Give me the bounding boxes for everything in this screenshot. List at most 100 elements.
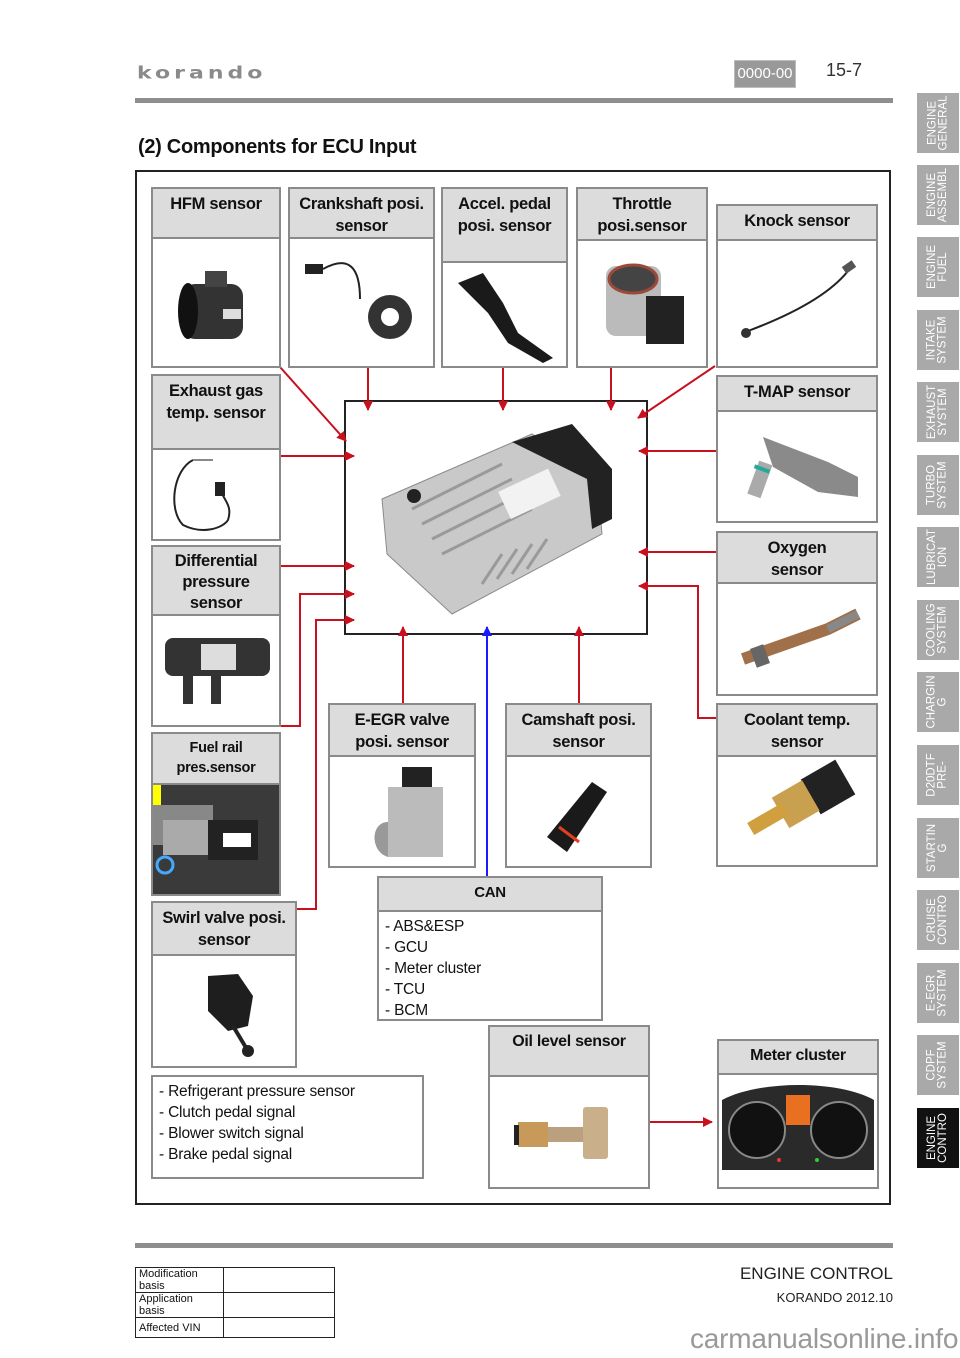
chapter-tab[interactable]: TURBO SYSTEM (917, 455, 959, 515)
meter-cluster-label: Meter cluster (719, 1041, 877, 1075)
exhaust-temp-sensor-icon (153, 450, 279, 545)
chapter-tab[interactable]: ENGINE GENERAL (917, 93, 959, 153)
chapter-tab[interactable]: ENGINE FUEL (917, 237, 959, 297)
accelerator-pedal-icon (443, 263, 566, 368)
list-item: - Brake pedal signal (159, 1146, 292, 1163)
arrow-knock (637, 365, 716, 419)
revision-value (223, 1317, 335, 1338)
coolant-temp-sensor-box: Coolant temp. sensor (716, 703, 878, 867)
chapter-tab[interactable]: D20DTF PRE- (917, 745, 959, 805)
ecu-image (372, 424, 622, 619)
fuel-rail-sensor-box: Fuel rail pres.sensor (151, 732, 281, 896)
oxygen-sensor-label: Oxygen sensor (718, 533, 876, 584)
page-number: 15-7 (826, 60, 863, 80)
arrow-hfm (279, 366, 347, 442)
chapter-tab[interactable]: CDPF SYSTEM (917, 1035, 959, 1095)
swirl-valve-sensor-label: Swirl valve posi. sensor (153, 903, 295, 956)
chapter-tab[interactable]: EXHAUST SYSTEM (917, 382, 959, 442)
exhaust-temp-sensor-label: Exhaust gas temp. sensor (153, 376, 279, 450)
fuel-rail-sensor-icon (153, 785, 279, 894)
list-item: - TCU (385, 981, 426, 998)
chapter-tab[interactable]: STARTIN G (917, 818, 959, 878)
chapter-tab[interactable]: ENGINE CONTRO (917, 1108, 959, 1168)
exhaust-temp-sensor-box: Exhaust gas temp. sensor (151, 374, 281, 541)
coolant-temp-sensor-icon (718, 757, 876, 872)
watermark: carmanualsonline.info (690, 1323, 959, 1354)
revision-value (223, 1267, 335, 1293)
list-item: - Refrigerant pressure sensor (159, 1083, 355, 1100)
throttle-sensor-label: Throttle posi.sensor (578, 189, 706, 241)
instrument-cluster-icon (719, 1075, 877, 1192)
ecu-boundary (344, 400, 648, 635)
list-item: - ABS&ESP (385, 918, 465, 935)
fuel-rail-sensor-label: Fuel rail pres.sensor (153, 734, 279, 785)
footer-rule (135, 1243, 893, 1248)
egr-valve-icon (330, 757, 474, 873)
chapter-tab[interactable]: COOLING SYSTEM (917, 600, 959, 660)
footer-subtitle: KORANDO 2012.10 (776, 1290, 893, 1305)
revision-value (223, 1292, 335, 1318)
throttle-sensor-box: Throttle posi.sensor (576, 187, 708, 368)
oxygen-sensor-box: Oxygen sensor (716, 531, 878, 696)
tmap-sensor-label: T-MAP sensor (718, 377, 876, 412)
camshaft-sensor-icon (507, 757, 650, 873)
revision-row: Application basis (135, 1292, 335, 1318)
revision-row: Affected VIN (135, 1317, 335, 1338)
swirl-valve-sensor-icon (153, 956, 295, 1073)
other-inputs-box: - Refrigerant pressure sensor - Clutch pe… (151, 1075, 424, 1179)
oxygen-sensor-icon (718, 584, 876, 699)
tmap-sensor-box: T-MAP sensor (716, 375, 878, 523)
section-code-badge: 0000-00 (734, 60, 796, 88)
footer-title: ENGINE CONTROL (739, 1264, 893, 1283)
tmap-sensor-icon (718, 412, 876, 527)
chapter-tab[interactable]: CHARGIN G (917, 672, 959, 732)
arrow-coolant (638, 581, 716, 719)
chapter-tab[interactable]: LUBRICAT ION (917, 527, 959, 587)
oil-level-sensor-icon (490, 1077, 648, 1192)
chapter-tab[interactable]: E-EGR SYSTEM (917, 963, 959, 1023)
revision-row: Modification basis (135, 1267, 335, 1293)
chapter-tab[interactable]: INTAKE SYSTEM (917, 310, 959, 370)
camshaft-sensor-box: Camshaft posi. sensor (505, 703, 652, 868)
crankshaft-sensor-icon (290, 239, 433, 369)
list-item: - Meter cluster (385, 960, 482, 977)
egr-valve-sensor-box: E-EGR valve posi. sensor (328, 703, 476, 868)
differential-pressure-sensor-box: Differential pressure sensor (151, 545, 281, 727)
hfm-sensor-box: HFM sensor (151, 187, 281, 368)
oil-level-sensor-label: Oil level sensor (490, 1027, 648, 1077)
list-item: - BCM (385, 1002, 428, 1019)
revision-key: Affected VIN (135, 1317, 224, 1338)
differential-pressure-sensor-label: Differential pressure sensor (153, 547, 279, 616)
revision-key: Modification basis (135, 1267, 224, 1293)
knock-sensor-label: Knock sensor (718, 206, 876, 241)
arrow-swirl (297, 615, 355, 910)
chapter-tab[interactable]: ENGINE ASSEMBL (917, 165, 959, 225)
header-rule (135, 98, 893, 103)
hfm-sensor-label: HFM sensor (153, 189, 279, 239)
mass-air-flow-sensor-icon (153, 239, 279, 369)
section-title: (2) Components for ECU Input (138, 136, 417, 158)
list-item: - Clutch pedal signal (159, 1104, 296, 1121)
chapter-tab[interactable]: CRUISE CONTRO (917, 890, 959, 950)
swirl-valve-sensor-box: Swirl valve posi. sensor (151, 901, 297, 1068)
ecu-icon (381, 424, 612, 615)
other-inputs-list: - Refrigerant pressure sensor - Clutch pe… (153, 1077, 422, 1169)
can-label: CAN (379, 878, 601, 912)
knock-sensor-icon (718, 241, 876, 371)
meter-cluster-box: Meter cluster (717, 1039, 879, 1189)
revision-key: Application basis (135, 1292, 224, 1318)
list-item: - Blower switch signal (159, 1125, 304, 1142)
coolant-temp-sensor-label: Coolant temp. sensor (718, 705, 876, 757)
crankshaft-sensor-box: Crankshaft posi. sensor (288, 187, 435, 368)
arrow-fuelrail (281, 589, 355, 727)
can-items: - ABS&ESP - GCU - Meter cluster - TCU - BCM (379, 912, 601, 1025)
list-item: - GCU (385, 939, 428, 956)
crankshaft-sensor-label: Crankshaft posi. sensor (290, 189, 433, 239)
can-box: CAN - ABS&ESP - GCU - Meter cluster - TCU - … (377, 876, 603, 1021)
camshaft-sensor-label: Camshaft posi. sensor (507, 705, 650, 757)
accel-pedal-sensor-label: Accel. pedal posi. sensor (443, 189, 566, 263)
oil-level-sensor-box: Oil level sensor (488, 1025, 650, 1189)
differential-pressure-sensor-icon (153, 616, 279, 731)
